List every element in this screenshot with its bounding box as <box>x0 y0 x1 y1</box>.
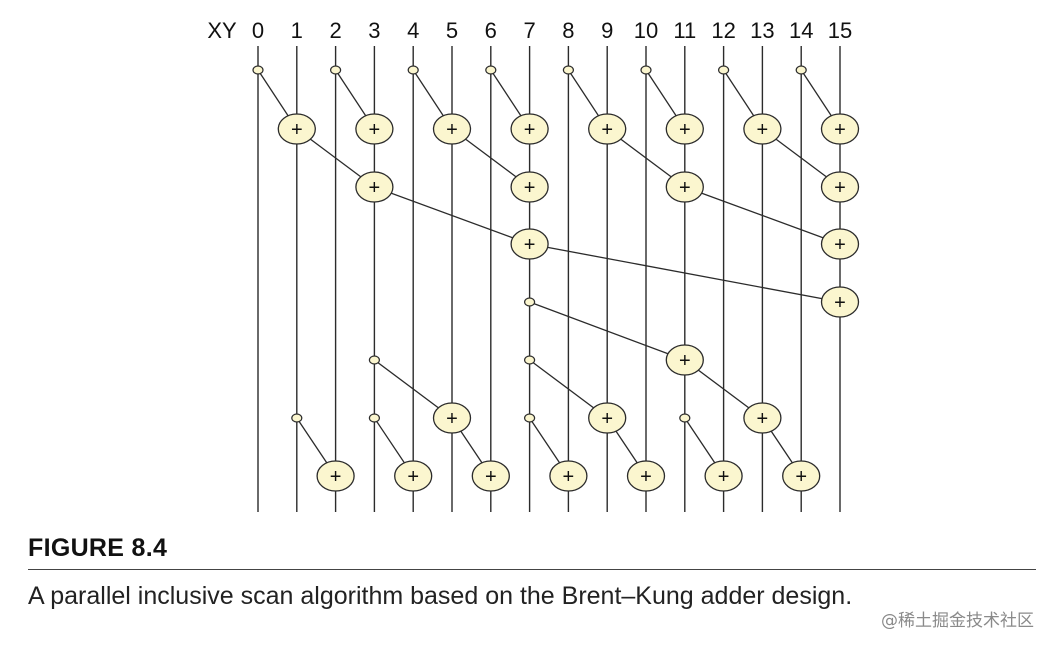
caption-divider <box>28 569 1036 570</box>
adder-node-up-sweep-1-11 <box>665 113 704 145</box>
adder-node-down-sweep-2-5 <box>432 402 472 434</box>
adder-symbol-down-sweep-3-6: + <box>485 466 497 488</box>
tap-node-down-sweep-3-7 <box>523 413 536 423</box>
adder-symbol-down-sweep-2-13: + <box>757 408 769 430</box>
lane-label-9: 9 <box>601 18 613 43</box>
adder-node-up-sweep-1-3 <box>355 113 394 145</box>
adder-symbol-down-sweep-3-4: + <box>407 466 419 488</box>
figure-caption: A parallel inclusive scan algorithm base… <box>28 582 853 610</box>
adder-node-down-sweep-3-4 <box>394 460 433 492</box>
adder-node-down-sweep-3-8 <box>549 460 588 492</box>
lane-label-13: 13 <box>750 18 774 43</box>
adder-symbol-up-sweep-1-1: + <box>291 119 303 141</box>
adder-symbol-down-sweep-3-12: + <box>718 466 730 488</box>
xy-header-label: XY <box>207 18 237 43</box>
adder-node-up-sweep-2-15 <box>820 171 860 203</box>
lane-label-5: 5 <box>446 18 458 43</box>
adder-node-up-sweep-1-9 <box>588 113 627 145</box>
tap-node-down-sweep-2-7 <box>523 355 536 365</box>
lane-label-1: 1 <box>291 18 303 43</box>
lane-label-3: 3 <box>368 18 380 43</box>
tap-node-up-sweep-1-4 <box>407 65 419 75</box>
lane-label-15: 15 <box>828 18 852 43</box>
tap-node-down-sweep-2-3 <box>368 355 380 365</box>
adder-symbol-up-sweep-4-15: + <box>834 292 846 314</box>
adder-symbol-down-sweep-2-9: + <box>601 408 613 430</box>
adder-symbol-up-sweep-2-7: + <box>524 177 536 199</box>
tap-node-up-sweep-1-10 <box>640 65 652 75</box>
lane-label-6: 6 <box>485 18 497 43</box>
adder-node-up-sweep-4-15 <box>820 286 860 318</box>
adder-node-down-sweep-3-12 <box>704 460 743 492</box>
tap-node-up-sweep-1-8 <box>562 65 575 75</box>
adder-node-down-sweep-3-10 <box>626 460 666 492</box>
adder-symbol-down-sweep-3-10: + <box>640 466 652 488</box>
lane-label-0: 0 <box>252 18 264 43</box>
lane-label-7: 7 <box>523 18 535 43</box>
adder-symbol-up-sweep-1-9: + <box>601 119 613 141</box>
adder-symbol-down-sweep-2-5: + <box>446 408 458 430</box>
adder-symbol-down-sweep-1-11: + <box>679 350 691 372</box>
adder-node-up-sweep-1-5 <box>432 113 472 145</box>
tap-node-up-sweep-1-6 <box>485 65 497 75</box>
adder-symbol-up-sweep-1-13: + <box>757 119 769 141</box>
adder-node-down-sweep-3-2 <box>316 460 355 492</box>
adder-symbol-up-sweep-1-11: + <box>679 119 691 141</box>
adder-node-down-sweep-1-11 <box>665 344 704 376</box>
adder-symbol-up-sweep-3-7: + <box>524 234 536 256</box>
adder-symbol-up-sweep-2-11: + <box>679 177 691 199</box>
adder-node-down-sweep-2-9 <box>588 402 627 434</box>
figure-label: FIGURE 8.4 <box>28 534 168 562</box>
tap-node-up-sweep-1-2 <box>330 65 342 75</box>
adder-node-up-sweep-1-7 <box>510 113 549 145</box>
adder-symbol-up-sweep-1-15: + <box>834 119 846 141</box>
tap-node-up-sweep-1-0 <box>252 65 264 75</box>
adder-node-down-sweep-3-14 <box>782 460 821 492</box>
lane-label-8: 8 <box>562 18 574 43</box>
lane-label-4: 4 <box>407 18 419 43</box>
tap-node-down-sweep-3-11 <box>679 413 691 423</box>
adder-node-up-sweep-2-11 <box>665 171 704 203</box>
tap-node-down-sweep-3-1 <box>291 413 303 423</box>
tap-node-down-sweep-1-7 <box>523 297 536 307</box>
adder-node-down-sweep-3-6 <box>471 460 510 492</box>
adder-symbol-up-sweep-2-15: + <box>834 177 846 199</box>
adder-symbol-down-sweep-3-14: + <box>795 466 807 488</box>
adder-node-down-sweep-2-13 <box>743 402 782 434</box>
tap-node-up-sweep-1-12 <box>717 65 730 75</box>
adder-symbol-up-sweep-2-3: + <box>369 177 381 199</box>
tap-node-up-sweep-1-14 <box>795 65 807 75</box>
adder-symbol-up-sweep-1-7: + <box>524 119 536 141</box>
adder-symbol-up-sweep-3-15: + <box>834 234 846 256</box>
lane-label-10: 10 <box>634 18 658 43</box>
adder-node-up-sweep-1-1 <box>277 113 316 145</box>
adder-node-up-sweep-2-3 <box>355 171 394 203</box>
lane-label-14: 14 <box>789 18 813 43</box>
lane-label-2: 2 <box>329 18 341 43</box>
edge-up-sweep-3-11-15 <box>684 186 841 245</box>
adder-symbol-down-sweep-3-8: + <box>563 466 575 488</box>
edge-down-sweep-1-7-11 <box>529 301 686 361</box>
lane-label-12: 12 <box>711 18 735 43</box>
adder-symbol-up-sweep-1-5: + <box>446 119 458 141</box>
edge-up-sweep-3-3-7 <box>374 186 530 245</box>
edge-up-sweep-4-7-15 <box>529 243 841 303</box>
operation-nodes: + + + + + + + + + + + + + + + + + + + + + + + + + + <box>252 65 860 492</box>
adder-node-up-sweep-1-13 <box>743 113 782 145</box>
adder-node-up-sweep-3-7 <box>510 228 549 260</box>
adder-node-up-sweep-3-15 <box>820 228 860 260</box>
tap-node-down-sweep-3-3 <box>368 413 380 423</box>
adder-node-up-sweep-1-15 <box>820 113 860 145</box>
watermark: @稀土掘金技术社区 <box>881 611 1034 631</box>
lane-label-11: 11 <box>673 18 696 43</box>
adder-node-up-sweep-2-7 <box>510 171 549 203</box>
adder-symbol-up-sweep-1-3: + <box>369 119 381 141</box>
adder-symbol-down-sweep-3-2: + <box>330 466 342 488</box>
